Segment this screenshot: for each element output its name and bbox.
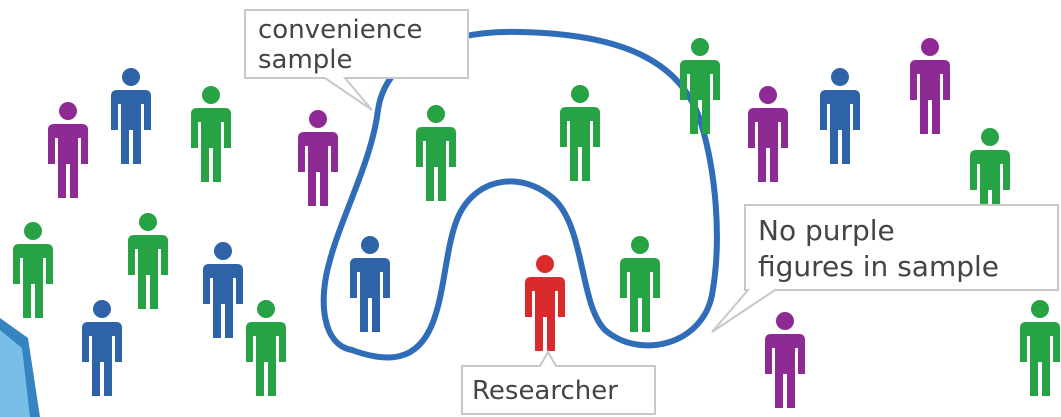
person-body — [748, 108, 788, 182]
person-head — [776, 312, 794, 330]
person-icon — [246, 300, 286, 396]
person-icon — [48, 102, 88, 198]
person-body — [820, 90, 860, 164]
person-body — [82, 322, 122, 396]
person-icon — [416, 105, 456, 201]
person-body — [680, 60, 720, 134]
convenience-callout-box — [244, 9, 469, 111]
person-body — [620, 258, 660, 332]
person-icon — [298, 110, 338, 206]
person-icon — [203, 242, 243, 338]
person-icon — [128, 213, 168, 309]
person-head — [921, 38, 939, 56]
person-body — [910, 60, 950, 134]
person-icon — [13, 222, 53, 318]
person-body — [560, 107, 600, 181]
person-head — [981, 128, 999, 146]
researcher-callout-box — [461, 349, 656, 415]
convenience-sample-boundary — [320, 28, 720, 361]
person-head — [759, 86, 777, 104]
person-head — [1031, 300, 1049, 318]
person-icon — [191, 86, 231, 182]
person-head — [536, 255, 554, 273]
person-head — [691, 38, 709, 56]
convenience-callout: convenience sample — [244, 9, 469, 111]
person-body — [203, 264, 243, 338]
researcher-callout: Researcher — [461, 349, 656, 415]
person-icon — [525, 255, 565, 351]
person-head — [309, 110, 327, 128]
person-body — [1020, 322, 1060, 396]
person-icon — [620, 236, 660, 332]
person-icon — [910, 38, 950, 134]
person-head — [24, 222, 42, 240]
person-body — [191, 108, 231, 182]
person-body — [416, 127, 456, 201]
person-icon — [560, 85, 600, 181]
person-body — [350, 258, 390, 332]
person-icon — [820, 68, 860, 164]
no-purple-callout-line2: figures in sample — [758, 250, 999, 283]
person-body — [13, 244, 53, 318]
person-head — [631, 236, 649, 254]
person-icon — [111, 68, 151, 164]
person-icon — [1020, 300, 1060, 396]
person-body — [128, 235, 168, 309]
no-purple-callout-box — [711, 204, 1059, 333]
person-head — [427, 105, 445, 123]
person-icon — [748, 86, 788, 182]
convenience-callout-line2: sample — [258, 45, 353, 75]
person-head — [361, 236, 379, 254]
person-head — [214, 242, 232, 260]
person-head — [93, 300, 111, 318]
person-icon — [680, 38, 720, 134]
person-icon — [765, 312, 805, 408]
person-head — [59, 102, 77, 120]
person-icon — [350, 236, 390, 332]
person-head — [139, 213, 157, 231]
person-body — [111, 90, 151, 164]
person-body — [246, 322, 286, 396]
person-head — [122, 68, 140, 86]
top-decor-strip-highlight — [0, 330, 30, 417]
researcher-callout-label: Researcher — [472, 376, 618, 406]
person-body — [525, 277, 565, 351]
person-head — [202, 86, 220, 104]
person-head — [831, 68, 849, 86]
person-body — [48, 124, 88, 198]
person-head — [257, 300, 275, 318]
person-body — [765, 334, 805, 408]
no-purple-callout: No purple figures in sample — [711, 204, 1059, 333]
person-head — [571, 85, 589, 103]
no-purple-callout-line1: No purple — [758, 214, 895, 247]
person-body — [298, 132, 338, 206]
convenience-callout-line1: convenience — [258, 15, 423, 45]
person-icon — [82, 300, 122, 396]
